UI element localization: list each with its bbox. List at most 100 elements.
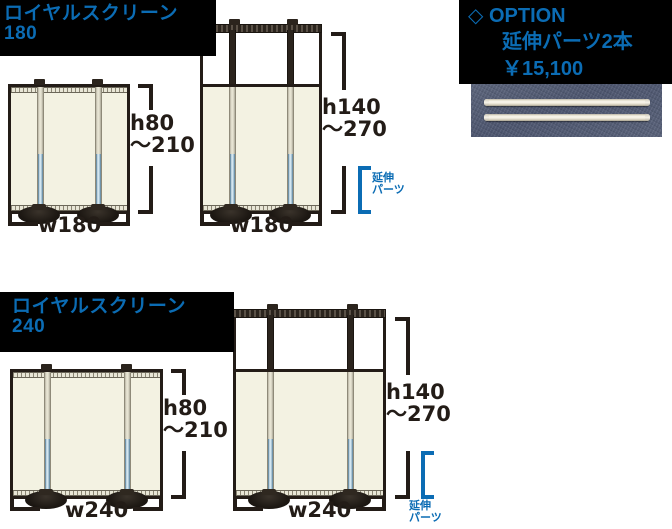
rod-end-cap-icon (645, 99, 650, 106)
screen-180-standard-diagram (8, 79, 130, 224)
width-bracket-left-180-extended (200, 212, 230, 226)
option-heading: OPTION (488, 5, 566, 27)
rod-end-cap-icon (484, 99, 489, 106)
option-plate: ◇ OPTION 延伸パーツ2本 ￥15,100 (459, 0, 672, 84)
width-label-180-standard: w180 (38, 213, 102, 237)
rod-end-cap-icon (484, 114, 489, 121)
screen-240-extended-diagram (233, 304, 386, 509)
panel-post-inner (288, 153, 293, 211)
section-title-180-line2: 180 (4, 22, 38, 44)
caster-foot-icon (210, 204, 252, 224)
extension-rod-icon (484, 99, 650, 106)
height-label-180-extended: h140 〜270 (322, 96, 387, 141)
panel-post (124, 372, 131, 496)
height-bracket-top-180-extended (331, 32, 346, 90)
extension-rod-icon (484, 114, 650, 121)
panel-top-rail (11, 87, 127, 93)
panel-post (229, 87, 236, 211)
extension-part-label-line2: パーツ (409, 511, 442, 524)
top-knob-icon (121, 364, 132, 370)
section-title-240-line1: ロイヤルスクリーン (12, 296, 186, 317)
screen-panel (10, 369, 163, 499)
extension-part-bracket-240 (421, 451, 434, 499)
top-knob-icon (92, 79, 103, 85)
caster-foot-icon (77, 204, 119, 224)
extension-part-label-180: 延伸 パーツ (372, 172, 405, 197)
height-bracket-bottom-180-extended (331, 166, 346, 214)
width-label-240-extended: w240 (288, 498, 352, 522)
top-knob-icon (347, 304, 358, 310)
top-knob-icon (41, 364, 52, 370)
height-label-line1: h140 (386, 380, 445, 404)
width-label-180-extended: w180 (230, 213, 294, 237)
caster-foot-icon (18, 204, 60, 224)
panel-post-inner (38, 153, 43, 211)
section-title-240-line2: 240 (12, 315, 46, 337)
width-label-240-standard: w240 (65, 498, 129, 522)
panel-post (44, 372, 51, 496)
height-label-180-standard: h80 〜210 (130, 112, 195, 157)
section-title-180-line1: ロイヤルスクリーン (4, 3, 178, 24)
screen-180-extended-diagram (200, 19, 322, 224)
section-title-180: ロイヤルスクリーン 180 (0, 0, 216, 56)
panel-post-inner (348, 438, 353, 496)
height-label-line2: 〜270 (322, 117, 387, 142)
top-knob-icon (287, 19, 298, 25)
section-title-240: ロイヤルスクリーン 240 (0, 292, 234, 352)
screen-panel (200, 84, 322, 214)
extension-frame (233, 304, 386, 369)
width-bracket-left-240-extended (233, 497, 263, 511)
height-bracket-top-180-standard (138, 84, 153, 110)
extension-post (287, 30, 294, 84)
option-price: ￥15,100 (502, 57, 584, 80)
height-label-line2: 〜270 (386, 402, 451, 427)
caster-foot-icon (106, 489, 148, 509)
height-label-line1: h80 (130, 111, 175, 135)
extension-part-label-line1: 延伸 (409, 500, 431, 512)
height-bracket-top-240-extended (395, 317, 410, 375)
height-bracket-bottom-180-standard (138, 166, 153, 214)
caster-foot-icon (25, 489, 67, 509)
panel-bottom-rail (236, 490, 383, 496)
width-bracket-right-180-extended (292, 212, 322, 226)
extension-part-bracket-180 (358, 166, 371, 214)
height-label-line2: 〜210 (130, 133, 195, 158)
screen-panel (233, 369, 386, 499)
panel-post (347, 372, 354, 496)
extension-post (347, 315, 354, 369)
extension-part-label-line2: パーツ (372, 183, 405, 196)
panel-bottom-rail (11, 205, 127, 211)
width-bracket-right-240-extended (356, 497, 386, 511)
panel-bottom-rail (203, 205, 319, 211)
screen-panel (8, 84, 130, 214)
rod-end-cap-icon (645, 114, 650, 121)
extension-part-label-line1: 延伸 (372, 172, 394, 184)
diamond-icon: ◇ (468, 5, 484, 27)
panel-top-rail (13, 372, 160, 378)
caster-foot-icon (329, 489, 371, 509)
top-knob-icon (229, 19, 240, 25)
extension-top-rail (233, 309, 386, 318)
panel-post-inner (96, 153, 101, 211)
option-product-photo (471, 83, 662, 137)
width-bracket-left-240-standard (10, 497, 40, 511)
height-bracket-top-240-standard (171, 369, 186, 395)
height-label-240-standard: h80 〜210 (163, 397, 228, 442)
panel-post-inner (230, 153, 235, 211)
panel-post (95, 87, 102, 211)
height-bracket-bottom-240-extended (395, 451, 410, 499)
panel-post-inner (45, 438, 50, 496)
height-label-240-extended: h140 〜270 (386, 381, 451, 426)
panel-post (37, 87, 44, 211)
panel-post (267, 372, 274, 496)
extension-part-label-240: 延伸 パーツ (409, 500, 442, 525)
extension-frame (200, 19, 322, 84)
panel-post (287, 87, 294, 211)
extension-top-rail (200, 24, 322, 33)
panel-post-inner (268, 438, 273, 496)
height-label-line1: h140 (322, 95, 381, 119)
option-item: 延伸パーツ2本 (502, 31, 633, 54)
panel-bottom-rail (13, 490, 160, 496)
top-knob-icon (267, 304, 278, 310)
top-knob-icon (34, 79, 45, 85)
